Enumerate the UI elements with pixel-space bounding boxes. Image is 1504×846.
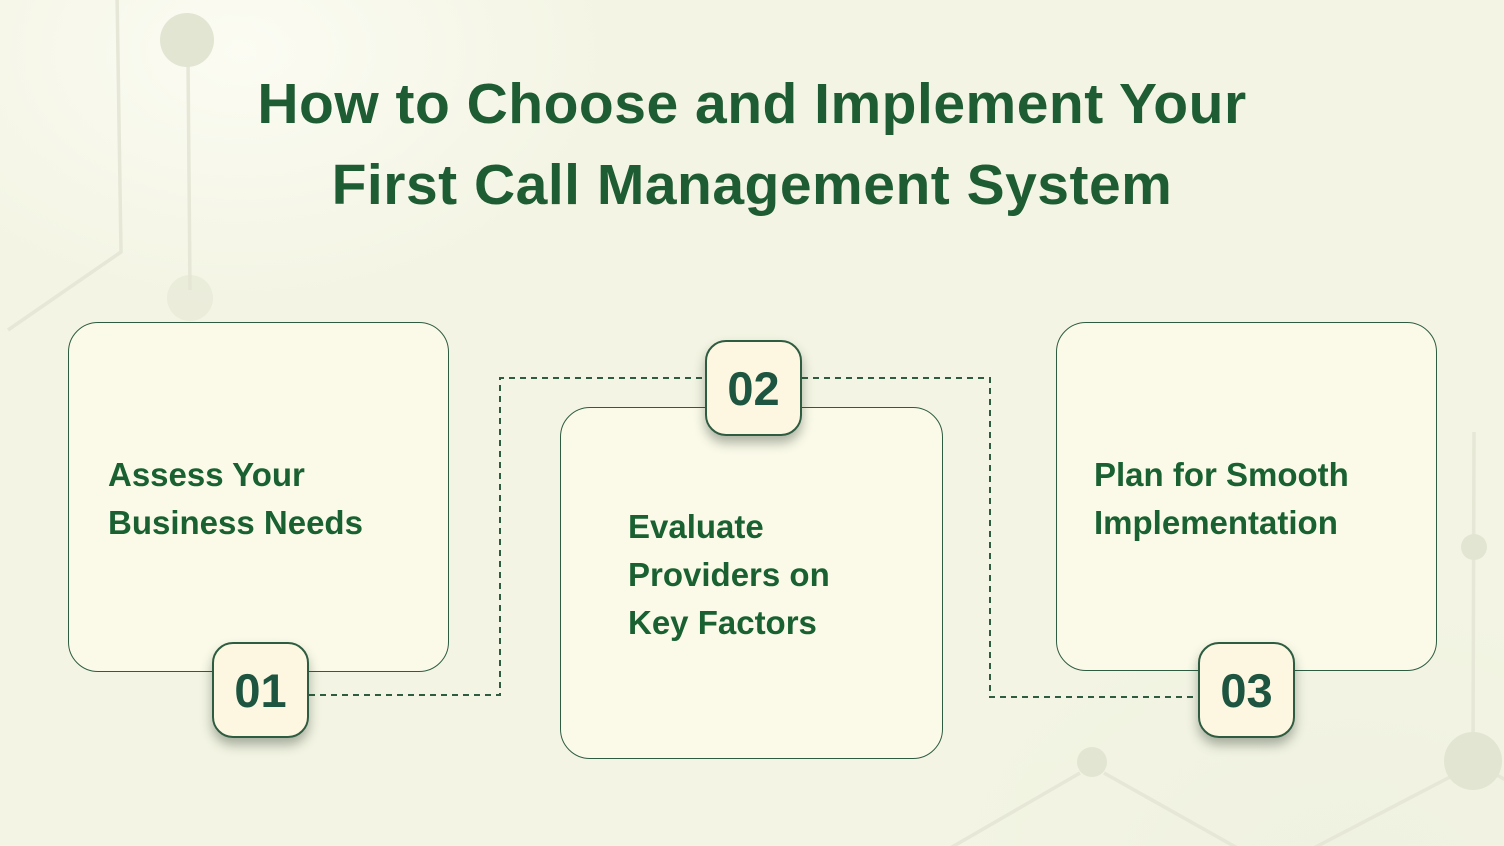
decoration-line: [1494, 772, 1504, 781]
step-2-label: Evaluate Providers on Key Factors: [628, 503, 830, 647]
decoration-line: [1471, 431, 1476, 759]
step-3-label-line-1: Plan for Smooth: [1094, 456, 1349, 493]
step-card-3: Plan for Smooth Implementation: [1056, 322, 1437, 671]
step-3-number: 03: [1220, 663, 1273, 717]
step-card-2: Evaluate Providers on Key Factors: [560, 407, 943, 759]
step-2-label-line-2: Providers on: [628, 556, 830, 593]
step-2-label-line-1: Evaluate: [628, 508, 764, 545]
decoration-node: [160, 13, 214, 67]
decoration-node: [1444, 732, 1502, 790]
decoration-node: [1461, 534, 1487, 560]
page-title-line-1: How to Choose and Implement Your: [257, 72, 1247, 136]
step-2-number-badge: 02: [705, 340, 802, 436]
decoration-line: [1103, 771, 1238, 846]
step-card-1: Assess Your Business Needs: [68, 322, 449, 672]
step-1-label-line-2: Business Needs: [108, 504, 363, 541]
decoration-node: [1077, 747, 1107, 777]
decoration-line: [1313, 774, 1453, 846]
step-2-number: 02: [727, 361, 780, 415]
step-1-label: Assess Your Business Needs: [108, 451, 363, 547]
step-3-number-badge: 03: [1198, 642, 1295, 738]
step-3-label-line-2: Implementation: [1094, 504, 1338, 541]
decoration-line: [950, 771, 1081, 846]
step-2-label-line-3: Key Factors: [628, 604, 817, 641]
step-1-number-badge: 01: [212, 642, 309, 738]
decoration-node: [167, 275, 213, 321]
step-3-label: Plan for Smooth Implementation: [1094, 451, 1349, 547]
page-title: How to Choose and Implement Your First C…: [0, 64, 1504, 226]
step-1-number: 01: [234, 663, 287, 717]
page-title-line-2: First Call Management System: [331, 153, 1173, 217]
step-1-label-line-1: Assess Your: [108, 456, 305, 493]
